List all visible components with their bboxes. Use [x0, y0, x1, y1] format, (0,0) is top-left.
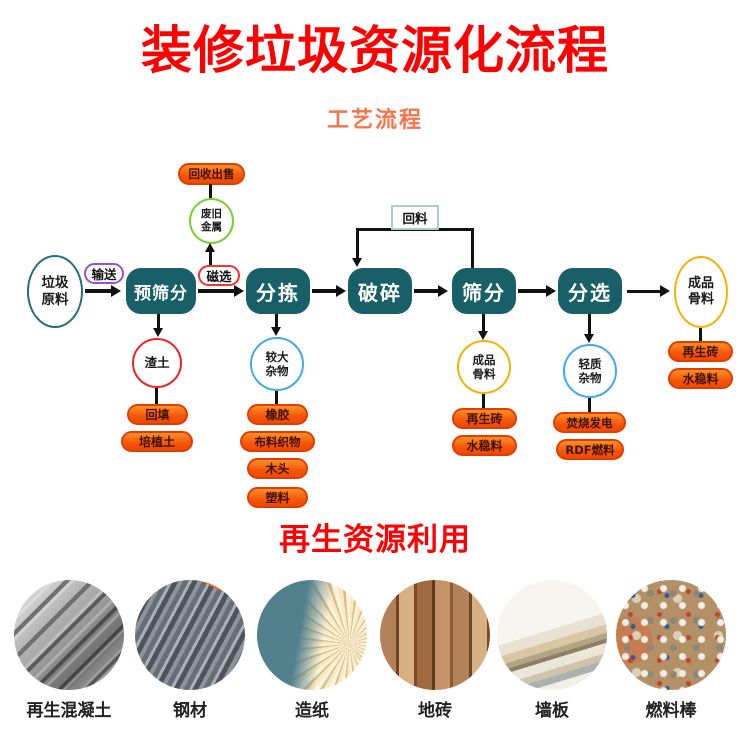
image-fuel-rods	[616, 580, 726, 690]
node-fabric: 布料织物	[240, 431, 315, 452]
arrowhead-right	[660, 285, 670, 297]
arrowhead-down	[584, 334, 594, 343]
item-label-papermaking: 造纸	[295, 701, 329, 721]
label-magnetic-separation: 磁选	[198, 265, 240, 286]
node-recycled-brick: 再生砖	[452, 408, 517, 429]
image-papermaking	[257, 580, 367, 690]
node-label: 成品	[687, 275, 714, 291]
node-rubber: 橡胶	[247, 404, 308, 425]
item-label-steel: 钢材	[173, 701, 207, 721]
branch-arrow-line	[482, 314, 485, 332]
node-large-debris: 较大 杂物	[250, 337, 304, 391]
connector-line	[482, 394, 485, 408]
flow-arrow-line	[312, 289, 337, 293]
recycle-section-title: 再生资源利用	[279, 522, 471, 558]
node-water-stable: 水稳料	[452, 435, 517, 456]
node-label: 金属	[201, 221, 222, 233]
flow-arrow-line	[198, 289, 235, 293]
connector-line	[699, 328, 702, 341]
page-title: 装修垃圾资源化流程	[140, 22, 609, 81]
node-recycle-sell: 回收出售	[178, 163, 245, 185]
connector-line	[209, 184, 212, 199]
node-finished-aggregate-final: 成品 骨料	[674, 256, 728, 328]
label-return-material: 回料	[391, 205, 439, 230]
node-finished-aggregate: 成品 骨料	[457, 340, 511, 394]
node-label: 废旧	[201, 207, 222, 220]
node-label: 杂物	[265, 364, 289, 378]
image-wall-panel	[497, 580, 607, 690]
label-transport: 输送	[84, 263, 124, 284]
node-wood: 木头	[247, 458, 308, 479]
image-recycled-concrete	[14, 580, 124, 690]
node-screening: 筛分	[452, 268, 516, 314]
branch-arrow-line	[157, 314, 160, 329]
item-label-fuel-rods: 燃料棒	[645, 701, 697, 721]
feedback-line	[356, 228, 359, 259]
node-separation: 分选	[558, 268, 622, 314]
node-water-stable-final: 水稳料	[668, 368, 733, 389]
process-subtitle: 工艺流程	[326, 108, 423, 133]
node-incineration-power: 焚烧发电	[553, 412, 626, 433]
node-label: 原料	[41, 291, 69, 308]
arrowhead-down	[352, 258, 362, 267]
node-waste-raw-material: 垃圾 原料	[27, 255, 83, 328]
flow-arrow-line	[414, 289, 439, 293]
arrowhead-right	[111, 285, 121, 297]
branch-arrow-line	[588, 314, 591, 335]
image-steel-rebar	[135, 580, 245, 690]
node-rdf-fuel: RDF燃料	[556, 439, 624, 460]
node-backfill: 回填	[127, 404, 188, 425]
item-label-recycled-concrete: 再生混凝土	[26, 701, 112, 721]
connector-line	[275, 391, 278, 404]
connector-line	[155, 388, 158, 404]
branch-arrow-line	[275, 314, 278, 328]
node-label: 骨料	[687, 292, 714, 307]
node-sorting: 分拣	[246, 268, 310, 314]
node-label: 成品	[472, 352, 496, 367]
arrowhead-right	[234, 285, 244, 297]
node-scrap-metal: 废旧 金属	[189, 198, 234, 244]
node-label: 杂物	[578, 371, 602, 385]
arrowhead-down	[153, 328, 163, 337]
arrowhead-right	[438, 285, 448, 297]
connector-line	[209, 252, 212, 265]
node-label: 较大	[265, 349, 289, 364]
node-light-debris: 轻质 杂物	[563, 344, 617, 398]
node-crushing: 破碎	[348, 268, 412, 314]
item-label-wall-panel: 墙板	[535, 701, 569, 721]
arrowhead-right	[336, 285, 346, 297]
node-slag: 渣土	[132, 338, 182, 388]
item-label-floor-tile: 地砖	[418, 701, 452, 721]
flow-arrow-line	[85, 289, 112, 293]
arrowhead-down	[478, 331, 488, 340]
flow-arrow-line	[627, 289, 661, 293]
node-label: 骨料	[472, 367, 496, 381]
connector-line	[588, 398, 591, 412]
feedback-line	[471, 228, 474, 268]
node-recycled-brick-final: 再生砖	[668, 341, 733, 362]
image-floor-tile	[380, 580, 490, 690]
flow-arrow-line	[518, 289, 547, 293]
arrowhead-right	[546, 285, 556, 297]
node-plastic: 塑料	[247, 487, 308, 508]
node-pre-screening: 预筛分	[126, 268, 196, 314]
arrowhead-down	[271, 327, 281, 336]
arrowhead-up	[205, 243, 215, 252]
node-label: 轻质	[578, 356, 602, 371]
node-label: 垃圾	[41, 274, 69, 291]
node-planting-soil: 培植土	[121, 431, 193, 452]
